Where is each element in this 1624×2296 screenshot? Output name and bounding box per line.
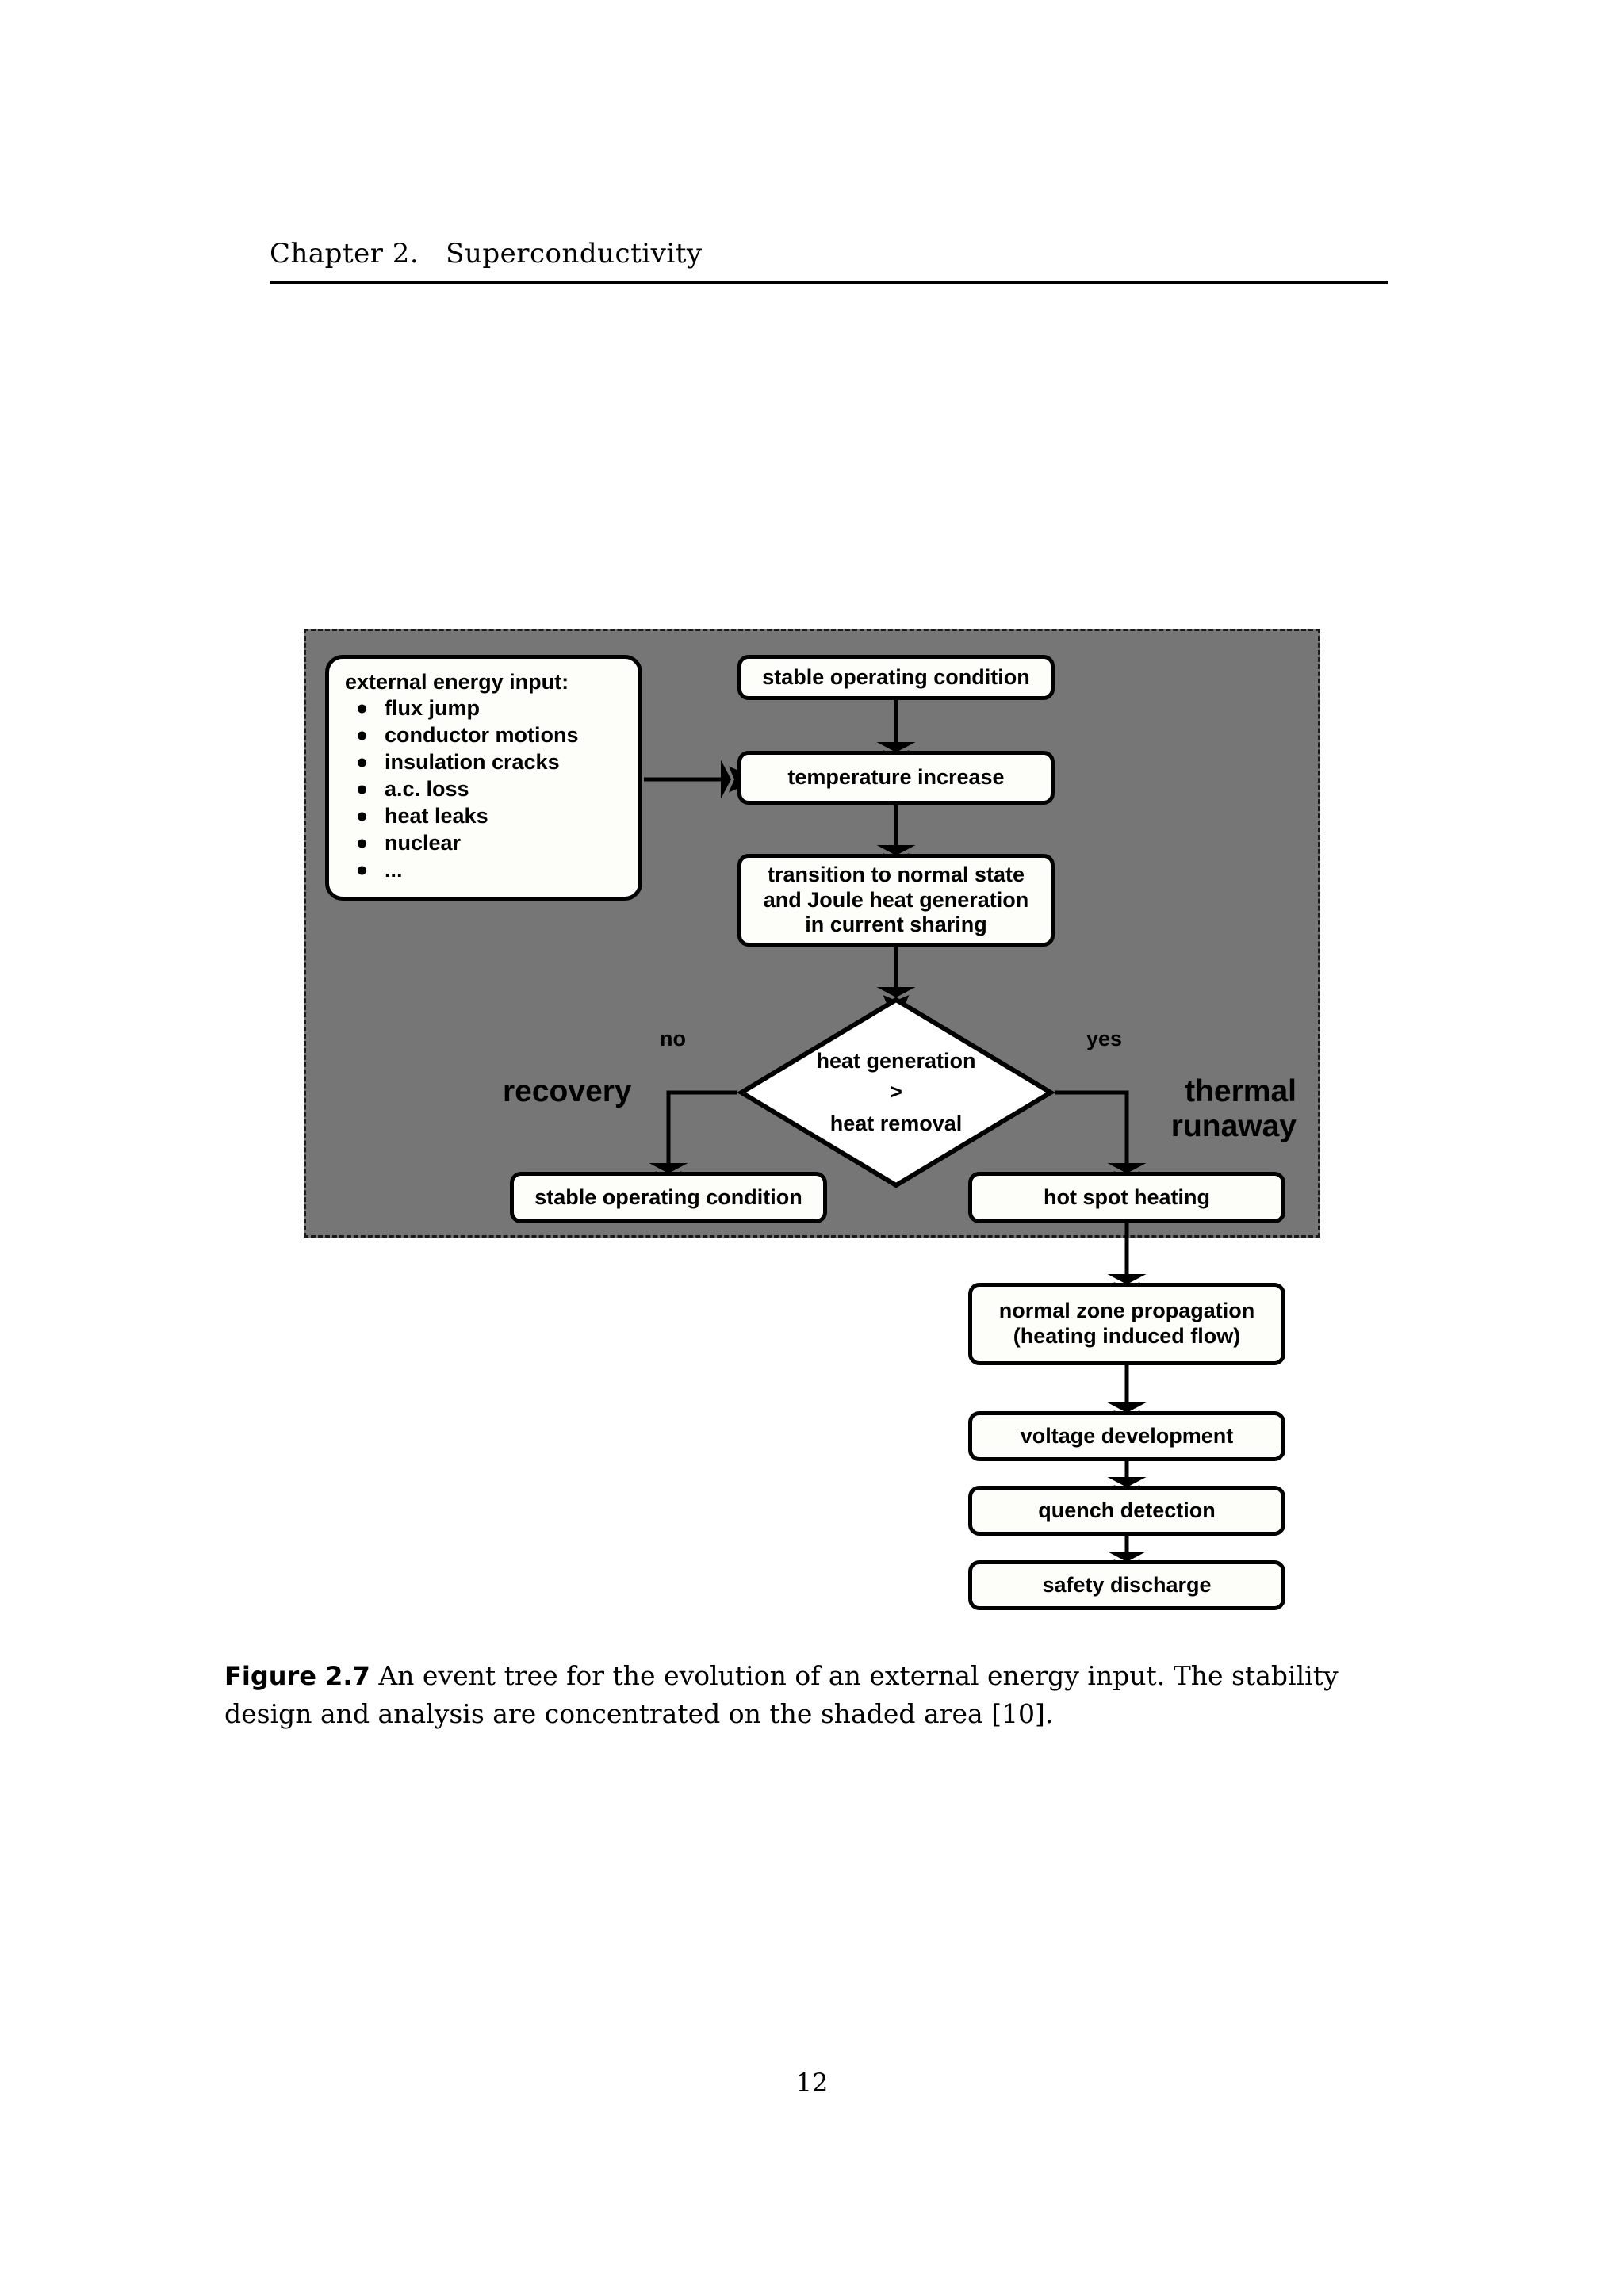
list-item: a.c. loss xyxy=(358,779,624,800)
figure-caption-label: Figure 2.7 xyxy=(224,1661,370,1691)
node-label: temperature increase xyxy=(787,765,1005,790)
bullet-icon xyxy=(358,866,366,874)
node-decision-heat-balance: heat generation > heat removal xyxy=(737,996,1055,1189)
bullet-icon xyxy=(358,704,366,713)
node-label: quench detection xyxy=(1038,1498,1216,1522)
external-energy-input-list: flux jump conductor motions insulation c… xyxy=(345,698,624,881)
bullet-icon xyxy=(358,758,366,767)
node-safety-discharge: safety discharge xyxy=(968,1560,1285,1610)
node-external-energy-input: external energy input: flux jump conduct… xyxy=(325,655,642,901)
node-label-line2: and Joule heat generation xyxy=(763,887,1029,912)
node-quench-detection: quench detection xyxy=(968,1486,1285,1536)
node-label: voltage development xyxy=(1020,1423,1234,1448)
node-label: safety discharge xyxy=(1042,1572,1212,1597)
node-stable-operating-condition-bottom: stable operating condition xyxy=(510,1172,827,1223)
list-item-label: nuclear xyxy=(385,831,462,855)
list-item: conductor motions xyxy=(358,725,624,746)
bullet-icon xyxy=(358,731,366,740)
node-hot-spot-heating: hot spot heating xyxy=(968,1172,1285,1223)
node-stable-operating-condition-top: stable operating condition xyxy=(737,655,1055,700)
label-thermal-runaway: thermal runaway xyxy=(1154,1074,1297,1143)
list-item: heat leaks xyxy=(358,806,624,827)
list-item-label: heat leaks xyxy=(385,804,488,828)
node-label-line1: transition to normal state xyxy=(767,862,1025,886)
node-label-line1: normal zone propagation xyxy=(998,1299,1255,1323)
bullet-icon xyxy=(358,839,366,848)
list-item-label: ... xyxy=(385,858,403,882)
bullet-icon xyxy=(358,785,366,794)
node-voltage-development: voltage development xyxy=(968,1411,1285,1461)
node-label-line2: (heating induced flow) xyxy=(1013,1324,1241,1348)
label-recovery: recovery xyxy=(503,1074,632,1108)
header-rule xyxy=(270,281,1388,284)
label-thermal-line2: runaway xyxy=(1170,1108,1297,1143)
external-energy-input-title: external energy input: xyxy=(345,670,569,694)
node-label: stable operating condition xyxy=(534,1184,802,1209)
label-thermal-line1: thermal xyxy=(1185,1074,1297,1108)
list-item-label: conductor motions xyxy=(385,723,579,747)
page-number: 12 xyxy=(795,2068,829,2098)
list-item: nuclear xyxy=(358,832,624,854)
list-item-label: flux jump xyxy=(385,696,480,720)
node-transition-to-normal-state: transition to normal state and Joule hea… xyxy=(737,854,1055,947)
figure-caption: Figure 2.7 An event tree for the evoluti… xyxy=(224,1657,1390,1732)
node-temperature-increase: temperature increase xyxy=(737,751,1055,805)
branch-label-no: no xyxy=(660,1027,686,1050)
bullet-icon xyxy=(358,812,366,821)
node-label: hot spot heating xyxy=(1044,1184,1210,1209)
branch-label-yes: yes xyxy=(1086,1027,1123,1050)
figure-caption-text: An event tree for the evolution of an ex… xyxy=(224,1660,1339,1729)
list-item: flux jump xyxy=(358,698,624,719)
running-header: Chapter 2. Superconductivity xyxy=(270,238,1388,293)
list-item: ... xyxy=(358,859,624,881)
node-normal-zone-propagation: normal zone propagation (heating induced… xyxy=(968,1283,1285,1365)
node-label: stable operating condition xyxy=(762,664,1030,689)
list-item-label: insulation cracks xyxy=(385,750,560,774)
list-item: insulation cracks xyxy=(358,752,624,773)
list-item-label: a.c. loss xyxy=(385,777,469,801)
node-label-line3: in current sharing xyxy=(805,913,987,937)
running-header-text: Chapter 2. Superconductivity xyxy=(270,238,703,270)
